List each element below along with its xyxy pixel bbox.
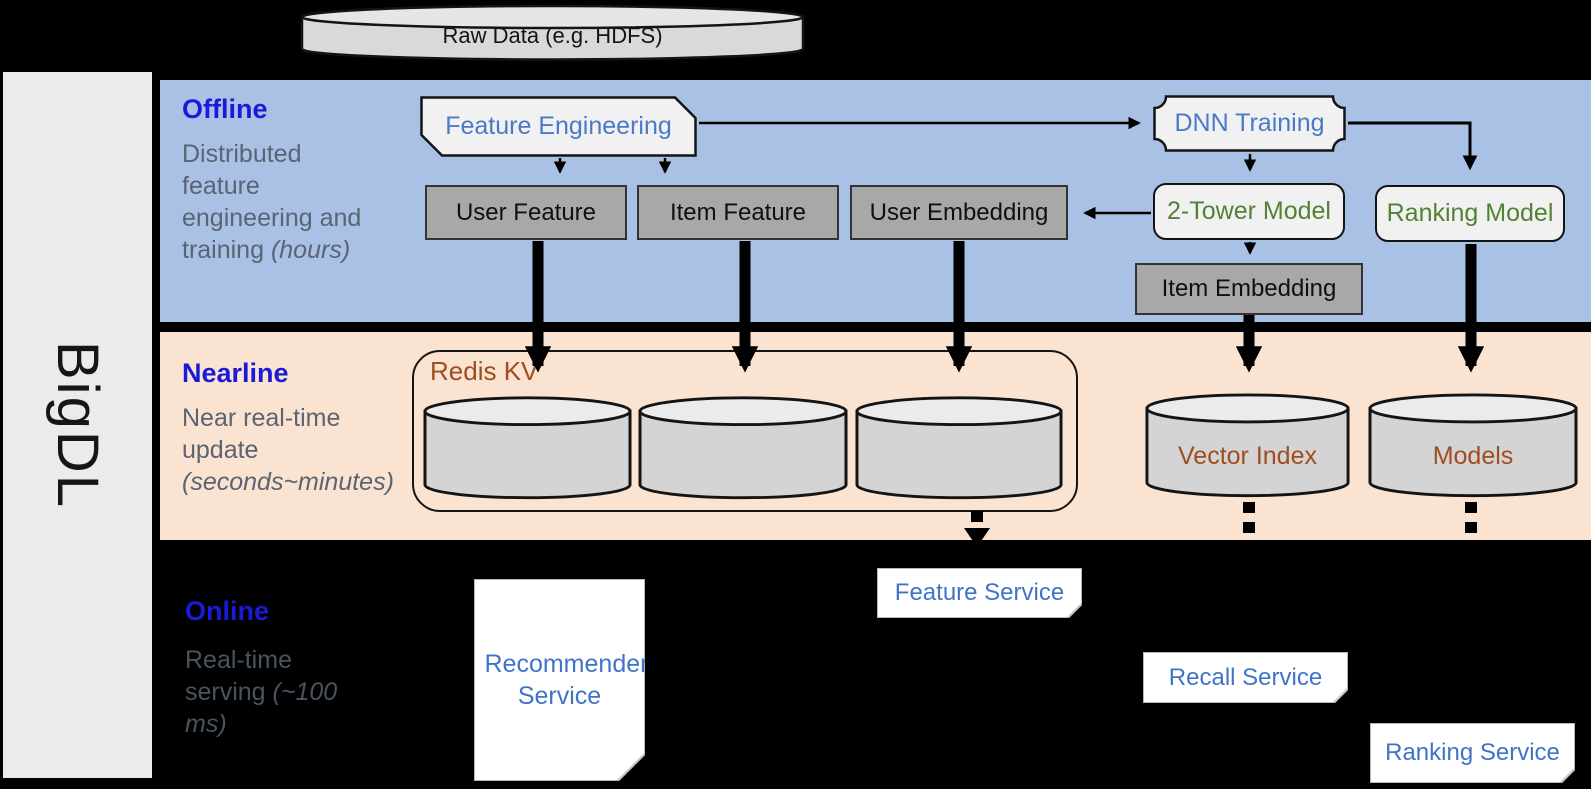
ranking-service-node: Ranking Service <box>1370 723 1575 783</box>
dnn-training-node: DNN Training <box>1153 95 1346 152</box>
redis-kv-label: Redis KV <box>430 356 539 386</box>
online-section-title: Online <box>185 596 270 626</box>
recall-service-label: Recall Service <box>1168 663 1323 691</box>
ranking-service-label: Ranking Service <box>1385 739 1560 766</box>
recommender-service-label: Recommender Service <box>484 650 649 710</box>
feature-engineering-node: Feature Engineering <box>420 96 697 157</box>
redis-shard-cylinder-3 <box>855 395 1063 502</box>
user-embedding-label: User Embedding <box>869 198 1049 226</box>
page-fold <box>617 753 644 780</box>
dnn-training-label: DNN Training <box>1174 109 1325 137</box>
cylinder-shape <box>1145 393 1350 498</box>
cylinder-shape <box>638 396 848 500</box>
bigdl-sidebar: BigDL <box>3 72 152 778</box>
cylinder-shape <box>423 396 632 500</box>
cylinder-shape <box>300 4 805 61</box>
feature-service-label: Feature Service <box>894 579 1065 606</box>
redis-shard-cylinder-1 <box>423 395 632 502</box>
feature-engineering-label: Feature Engineering <box>445 112 672 140</box>
offline-section-desc: Distributed feature engineering and trai… <box>182 140 362 264</box>
snip-rect-shape <box>420 96 697 157</box>
page-fold <box>1560 768 1574 782</box>
online-section-desc: Real-time serving (~100 ms) <box>185 646 338 738</box>
vector-index-label: Vector Index <box>1178 441 1317 470</box>
item-embedding-label: Item Embedding <box>1161 275 1337 302</box>
offline-section-note: (hours) <box>270 236 351 264</box>
user-feature-node: User Feature <box>425 185 627 240</box>
vector-index-store: Vector Index <box>1145 392 1350 500</box>
redis-shard-cylinder-2 <box>638 395 848 502</box>
ranking-model-label: Ranking Model <box>1386 199 1554 227</box>
ranking-model-node: Ranking Model <box>1375 185 1565 242</box>
feature-service-node: Feature Service <box>877 568 1082 618</box>
user-embedding-node: User Embedding <box>850 185 1068 240</box>
nearline-section-note: (seconds~minutes) <box>182 468 394 496</box>
raw-data-store: Raw Data (e.g. HDFS) <box>300 4 805 62</box>
nearline-section-title: Nearline <box>182 358 289 388</box>
item-embedding-node: Item Embedding <box>1135 263 1363 315</box>
online-section-note: (~100 ms) <box>185 678 338 738</box>
bigdl-logo-text: BigDL <box>45 341 110 509</box>
cylinder-shape <box>1368 393 1578 498</box>
plaque-shape <box>1153 95 1346 152</box>
offline-section-title: Offline <box>182 94 268 124</box>
models-label: Models <box>1432 441 1514 470</box>
raw-data-label: Raw Data (e.g. HDFS) <box>442 23 663 48</box>
nearline-section-desc: Near real-time update (seconds~minutes) <box>182 404 394 496</box>
user-feature-label: User Feature <box>455 198 597 226</box>
recommender-service-node: Recommender Service <box>474 579 645 781</box>
item-feature-node: Item Feature <box>637 185 839 240</box>
two-tower-model-label: 2-Tower Model <box>1167 197 1331 225</box>
models-store: Models <box>1368 392 1578 500</box>
page-fold <box>1067 603 1081 617</box>
page-fold <box>1333 688 1347 702</box>
cylinder-shape <box>855 396 1063 500</box>
recall-service-node: Recall Service <box>1143 652 1348 703</box>
item-feature-label: Item Feature <box>669 198 807 226</box>
two-tower-model-node: 2-Tower Model <box>1153 183 1345 240</box>
